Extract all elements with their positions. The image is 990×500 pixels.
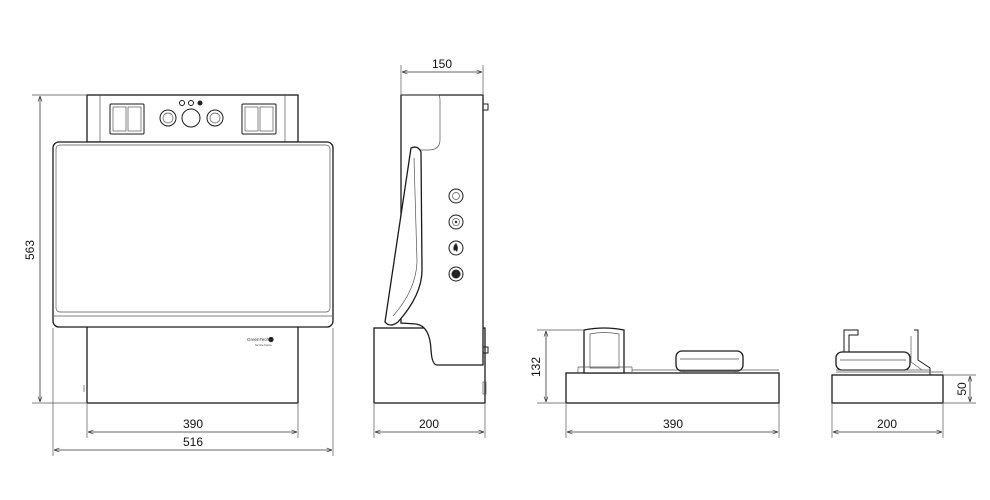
logo-text: GreenTech bbox=[247, 337, 270, 342]
left-hook bbox=[843, 329, 859, 352]
front-view: GreenTech for the home bbox=[52, 94, 334, 404]
front-dimensions: 563 390 516 bbox=[23, 94, 334, 456]
dim-side-base-depth: 200 bbox=[419, 417, 439, 431]
base-plinth bbox=[565, 372, 780, 404]
dim-base-side-depth: 200 bbox=[877, 417, 897, 431]
main-panel bbox=[52, 141, 334, 328]
logo-tagline: for the home bbox=[255, 343, 272, 347]
fan-icon bbox=[448, 188, 464, 204]
side-dimensions: 150 200 bbox=[373, 57, 486, 438]
side-panel bbox=[384, 146, 423, 326]
indicator-icon bbox=[197, 100, 203, 106]
knob-right bbox=[206, 109, 224, 127]
base-side-dimensions: 50 200 bbox=[831, 374, 976, 438]
dim-front-overall-width: 516 bbox=[183, 435, 203, 449]
side-view bbox=[373, 94, 489, 404]
base-front-dimensions: 132 390 bbox=[529, 329, 780, 438]
flame-icon bbox=[448, 240, 464, 256]
indicator-icon bbox=[188, 100, 194, 106]
logo: GreenTech for the home bbox=[247, 336, 274, 347]
power-button-icon bbox=[448, 266, 464, 282]
dim-base-front-width: 390 bbox=[663, 417, 683, 431]
dim-front-body-width: 390 bbox=[183, 417, 203, 431]
dim-side-top-depth: 150 bbox=[432, 57, 452, 71]
left-bracket bbox=[583, 327, 625, 374]
dim-front-height: 563 bbox=[23, 240, 37, 260]
dim-base-front-height: 132 bbox=[529, 357, 543, 377]
base-side-pad bbox=[835, 351, 911, 371]
base-front-view bbox=[565, 327, 780, 404]
control-housing bbox=[86, 94, 299, 143]
right-pad bbox=[675, 350, 744, 372]
knob-left bbox=[159, 109, 177, 127]
base-side-view bbox=[831, 329, 944, 404]
base-side-plinth bbox=[831, 374, 944, 404]
base-body bbox=[86, 322, 299, 404]
right-hook bbox=[914, 329, 931, 375]
dial-icon bbox=[448, 214, 464, 230]
indicator-icon bbox=[179, 100, 185, 106]
knob-center bbox=[181, 108, 201, 128]
dim-base-side-height: 50 bbox=[955, 382, 969, 396]
